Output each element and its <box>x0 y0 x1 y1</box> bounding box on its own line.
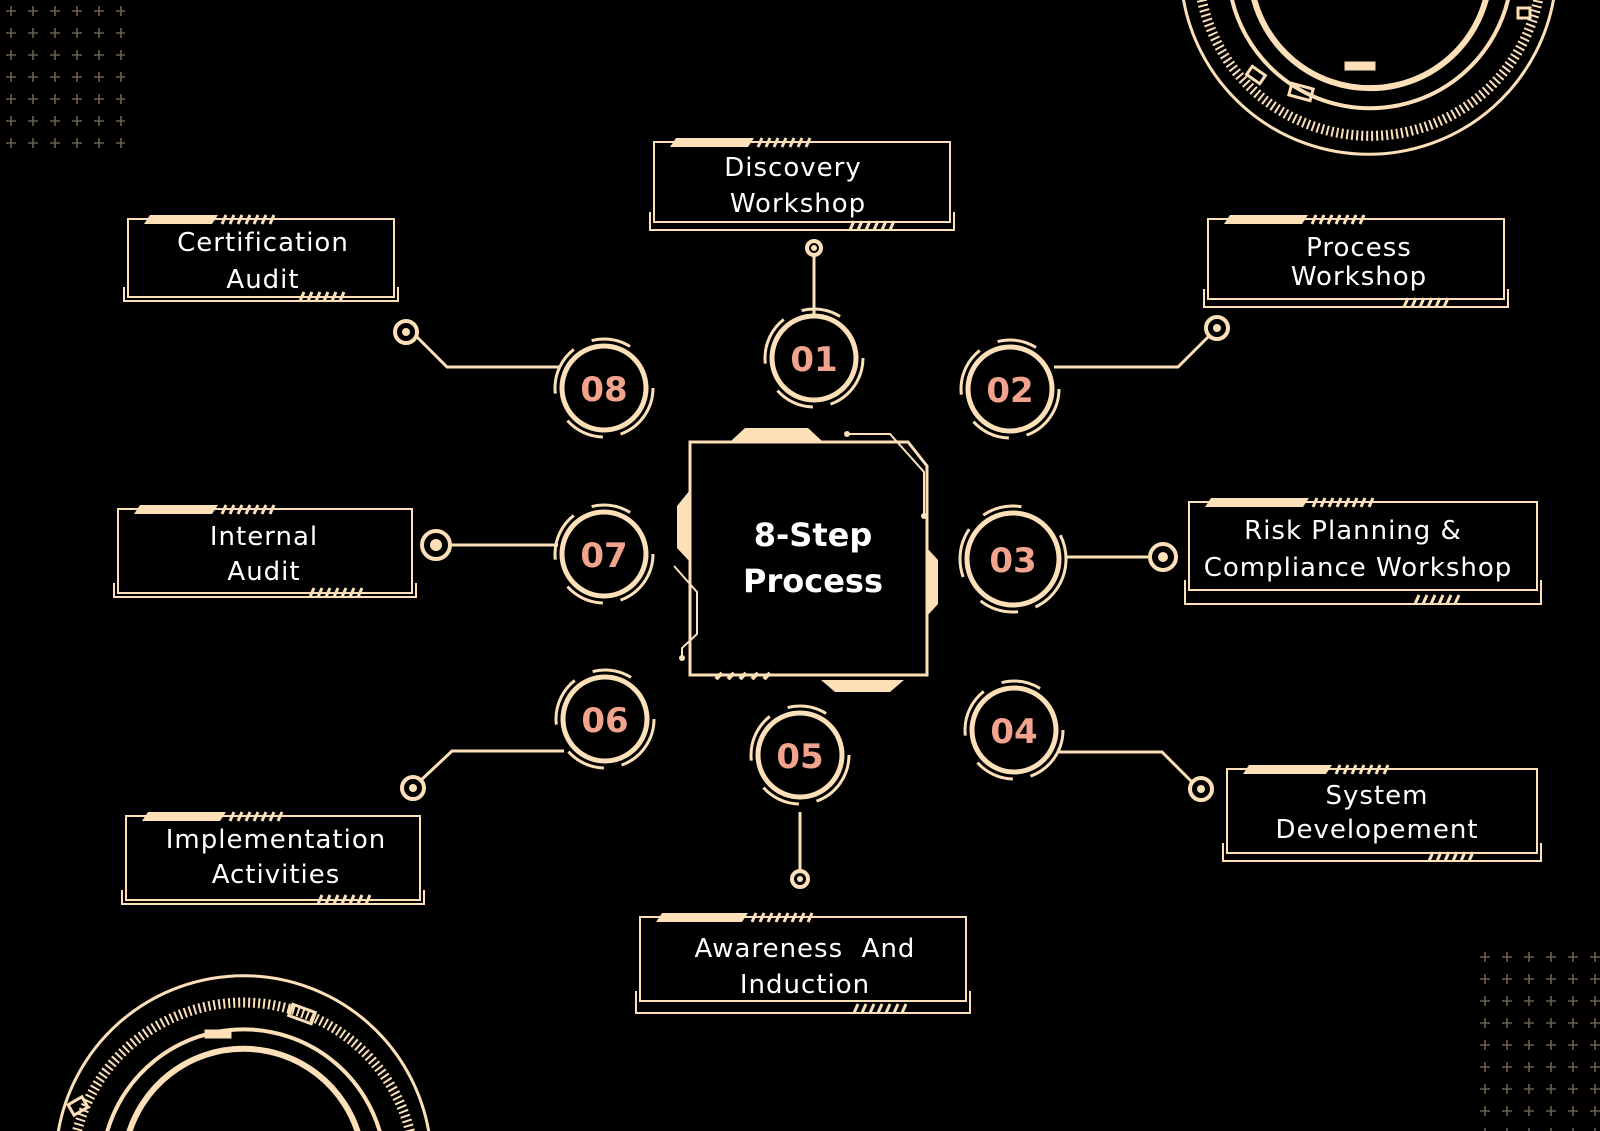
step-box-07: Internal Audit <box>113 504 417 598</box>
hud-ring-bottom-left <box>56 974 431 1131</box>
connector-04 <box>1059 750 1194 784</box>
center-panel <box>673 428 938 692</box>
connector-08 <box>413 333 559 369</box>
step-circle-02: 02 <box>959 338 1061 440</box>
step-label-05-line1: Awareness And <box>695 934 916 964</box>
step-circle-04: 04 <box>963 679 1065 781</box>
step-label-01-line1: Discovery <box>724 153 861 183</box>
center-title-line2: Process <box>743 562 883 600</box>
step-number-08: 08 <box>580 370 627 410</box>
decorative-dots-top-left <box>0 0 125 150</box>
step-box-02: Process Workshop <box>1203 214 1509 308</box>
step-label-04-line2: Developement <box>1275 815 1478 845</box>
step-circle-06: 06 <box>554 668 656 770</box>
step-box-05: Awareness And Induction <box>635 912 971 1014</box>
step-circle-08: 08 <box>553 337 655 439</box>
step-number-03: 03 <box>989 541 1036 581</box>
step-box-06: Implementation Activities <box>121 811 425 905</box>
decorative-dots-bottom-right <box>1475 950 1600 1131</box>
step-label-01-line2: Workshop <box>730 189 866 219</box>
step-label-07-line1: Internal <box>210 522 318 552</box>
step-number-02: 02 <box>986 371 1033 411</box>
step-number-04: 04 <box>990 712 1037 752</box>
step-number-05: 05 <box>776 737 823 777</box>
connector-02 <box>1054 335 1210 369</box>
step-box-04: System Developement <box>1222 764 1542 862</box>
step-box-03: Risk Planning & Compliance Workshop <box>1184 497 1542 605</box>
step-box-08: Certification Audit <box>123 214 399 302</box>
connector-06 <box>416 749 564 785</box>
step-label-03-line1: Risk Planning & <box>1244 516 1462 546</box>
step-circle-05: 05 <box>749 704 851 806</box>
step-label-06-line2: Activities <box>212 860 341 890</box>
step-circle-07: 07 <box>553 503 655 605</box>
step-label-06-line1: Implementation <box>166 825 386 855</box>
step-label-08-line2: Audit <box>226 265 299 295</box>
step-label-03-line2: Compliance Workshop <box>1204 553 1513 583</box>
step-label-05-line2: Induction <box>740 970 870 1000</box>
step-circle-03: 03 <box>958 504 1068 614</box>
step-label-04-line1: System <box>1326 781 1429 811</box>
step-number-07: 07 <box>580 536 627 576</box>
step-number-01: 01 <box>790 340 837 380</box>
step-box-01: Discovery Workshop <box>649 137 955 231</box>
center-title-line1: 8-Step <box>754 516 873 554</box>
step-label-07-line2: Audit <box>227 557 300 587</box>
hud-ring-top-right <box>1182 0 1555 156</box>
step-label-02-line1: Process <box>1306 233 1412 263</box>
step-label-08-line1: Certification <box>177 228 349 258</box>
step-label-02-line2: Workshop <box>1291 262 1427 292</box>
step-number-06: 06 <box>581 701 628 741</box>
step-circle-01: 01 <box>763 307 865 409</box>
